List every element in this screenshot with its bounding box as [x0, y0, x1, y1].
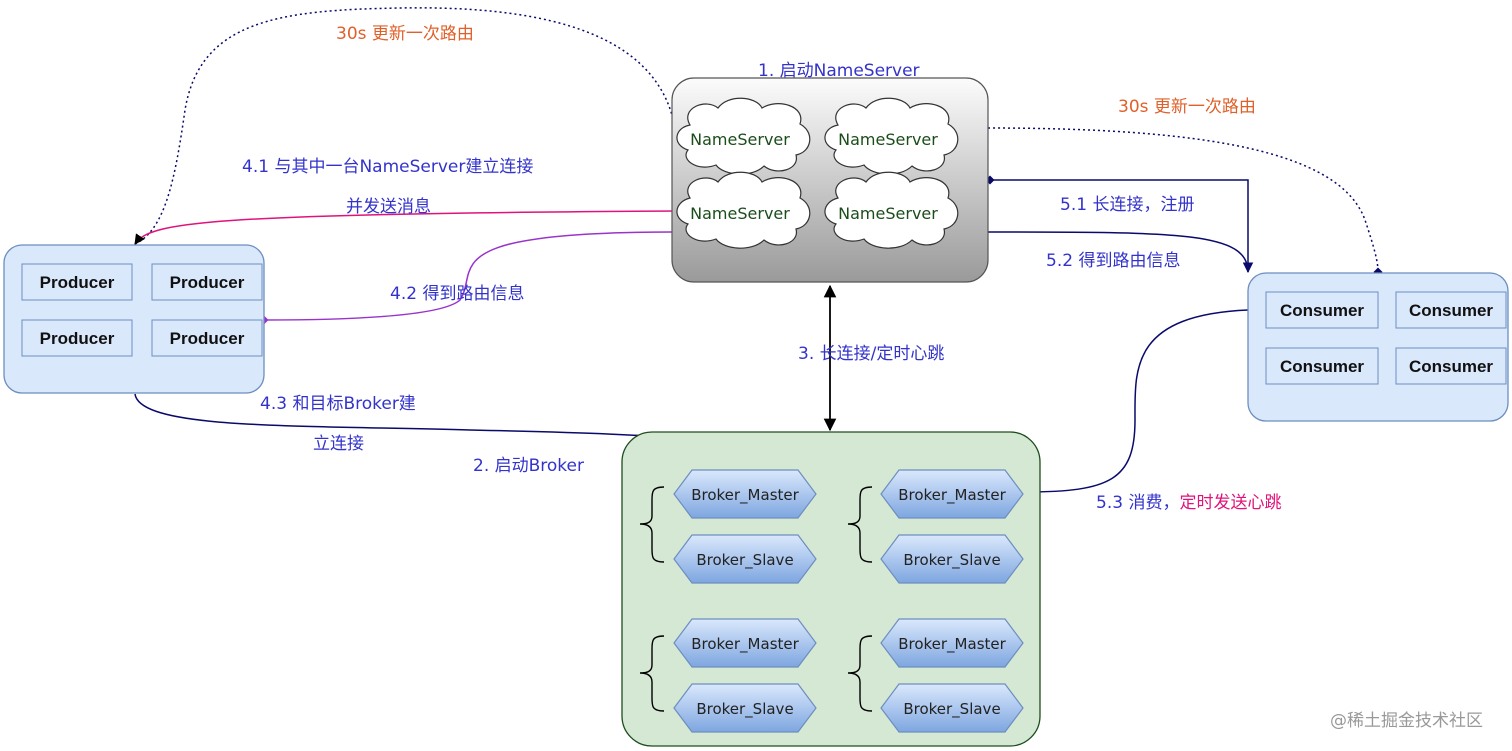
step-5-2-label: 5.2 得到路由信息	[1046, 251, 1180, 271]
watermark: @稀土掘金技术社区	[1330, 711, 1483, 731]
nameserver-cloud: NameServer	[676, 97, 811, 175]
brace-icon	[847, 635, 873, 712]
consumer-node: Consumer	[1395, 347, 1507, 385]
step-5-3-suffix: 定时发送心跳	[1179, 493, 1281, 513]
step-5-1-label: 5.1 长连接，注册	[1060, 195, 1194, 215]
consumer-cluster: Consumer Consumer Consumer Consumer	[1247, 272, 1509, 422]
broker-title: 2. 启动Broker	[473, 456, 584, 476]
broker-slave-node: Broker_Slave	[673, 534, 817, 584]
nameserver-cloud: NameServer	[676, 171, 811, 249]
broker-slave-node: Broker_Slave	[880, 534, 1024, 584]
nameserver-label: NameServer	[690, 130, 790, 149]
step-4-3-label-cont: 立连接	[313, 434, 364, 454]
broker-label: Broker_Slave	[903, 700, 1000, 719]
producer-label: Producer	[40, 329, 115, 348]
brace-icon	[639, 635, 665, 712]
step-3-label: 3. 长连接/定时心跳	[798, 344, 944, 364]
producer-node: Producer	[21, 263, 133, 301]
nameserver-label: NameServer	[838, 204, 938, 223]
consumer-node: Consumer	[1395, 291, 1507, 329]
producer-node: Producer	[151, 263, 263, 301]
broker-master-node: Broker_Master	[880, 469, 1024, 519]
producer-label: Producer	[170, 273, 245, 292]
broker-cluster: Broker_Master Broker_Slave Broker_Master…	[621, 431, 1041, 747]
broker-master-node: Broker_Master	[673, 618, 817, 668]
broker-label: Broker_Master	[691, 635, 799, 654]
broker-label: Broker_Master	[898, 486, 1006, 505]
consumer-label: Consumer	[1280, 301, 1364, 320]
consumer-label: Consumer	[1280, 357, 1364, 376]
consumer-node: Consumer	[1265, 347, 1379, 385]
broker-label: Broker_Master	[691, 486, 799, 505]
consumer-label: Consumer	[1409, 301, 1493, 320]
step-5-3-prefix: 5.3 消费，	[1096, 493, 1179, 513]
consumer-node: Consumer	[1265, 291, 1379, 329]
producer-label: Producer	[40, 273, 115, 292]
producer-cluster: Producer Producer Producer Producer	[3, 244, 265, 394]
broker-master-node: Broker_Master	[673, 469, 817, 519]
link-5-2	[987, 231, 1254, 274]
producer-node: Producer	[21, 319, 133, 357]
link-5-1	[985, 175, 1249, 272]
broker-master-node: Broker_Master	[880, 618, 1024, 668]
link-4-1	[134, 210, 681, 245]
link-4-2	[259, 231, 673, 325]
nameserver-label: NameServer	[690, 204, 790, 223]
consumer-label: Consumer	[1409, 357, 1493, 376]
nameserver-cluster: NameServer NameServer NameServer NameSer…	[671, 77, 989, 283]
consumer-refresh-label: 30s 更新一次路由	[1118, 97, 1256, 117]
brace-icon	[639, 486, 665, 563]
step-4-1-label-cont: 并发送消息	[346, 197, 431, 217]
nameserver-cloud: NameServer	[824, 97, 959, 175]
broker-label: Broker_Slave	[903, 551, 1000, 570]
broker-label: Broker_Slave	[696, 700, 793, 719]
broker-slave-node: Broker_Slave	[880, 683, 1024, 733]
step-4-1-label: 4.1 与其中一台NameServer建立连接	[242, 157, 533, 177]
broker-slave-node: Broker_Slave	[673, 683, 817, 733]
nameserver-cloud: NameServer	[824, 171, 959, 249]
step-4-3-label: 4.3 和目标Broker建	[260, 394, 416, 414]
nameserver-title: 1. 启动NameServer	[758, 61, 920, 81]
link-5-3	[1023, 309, 1249, 498]
step-5-3-label: 5.3 消费，定时发送心跳	[1096, 493, 1281, 513]
brace-icon	[847, 486, 873, 563]
broker-label: Broker_Master	[898, 635, 1006, 654]
nameserver-label: NameServer	[838, 130, 938, 149]
producer-node: Producer	[151, 319, 263, 357]
consumer-refresh-link	[987, 127, 1383, 277]
step-4-2-label: 4.2 得到路由信息	[390, 284, 524, 304]
producer-label: Producer	[170, 329, 245, 348]
producer-refresh-label: 30s 更新一次路由	[336, 24, 474, 44]
broker-label: Broker_Slave	[696, 551, 793, 570]
